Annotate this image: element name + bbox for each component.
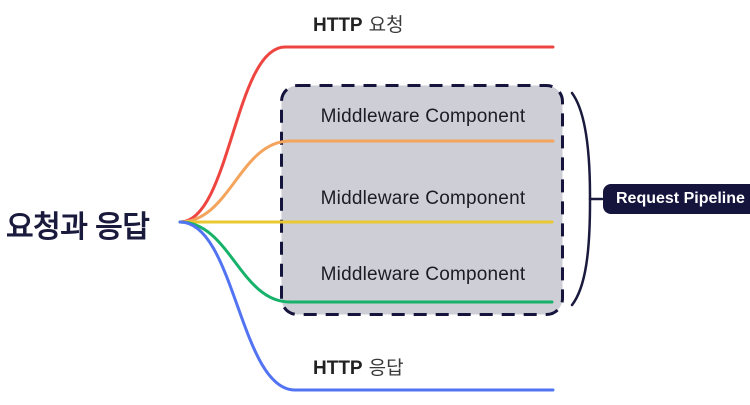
edge-http-response (178, 220, 555, 392)
edge-middleware-3 (178, 220, 554, 304)
http-request-label-bold: HTTP (313, 15, 363, 36)
http-response-label-bold: HTTP (313, 358, 363, 379)
root-node-label: 요청과 응답 (6, 211, 150, 244)
edge-middleware-1 (178, 139, 555, 224)
http-request-label-rest: 요청 (368, 15, 404, 36)
http-response-label-rest: 응답 (368, 358, 404, 379)
edge-http-request (178, 45, 555, 224)
pipeline-brace (570, 91, 592, 307)
middleware-component-2: Middleware Component (320, 188, 526, 209)
middleware-component-3: Middleware Component (320, 264, 526, 285)
middleware-component-1: Middleware Component (320, 106, 526, 127)
pipeline-box (280, 84, 564, 316)
request-pipeline-badge: Request Pipeline (603, 184, 750, 214)
